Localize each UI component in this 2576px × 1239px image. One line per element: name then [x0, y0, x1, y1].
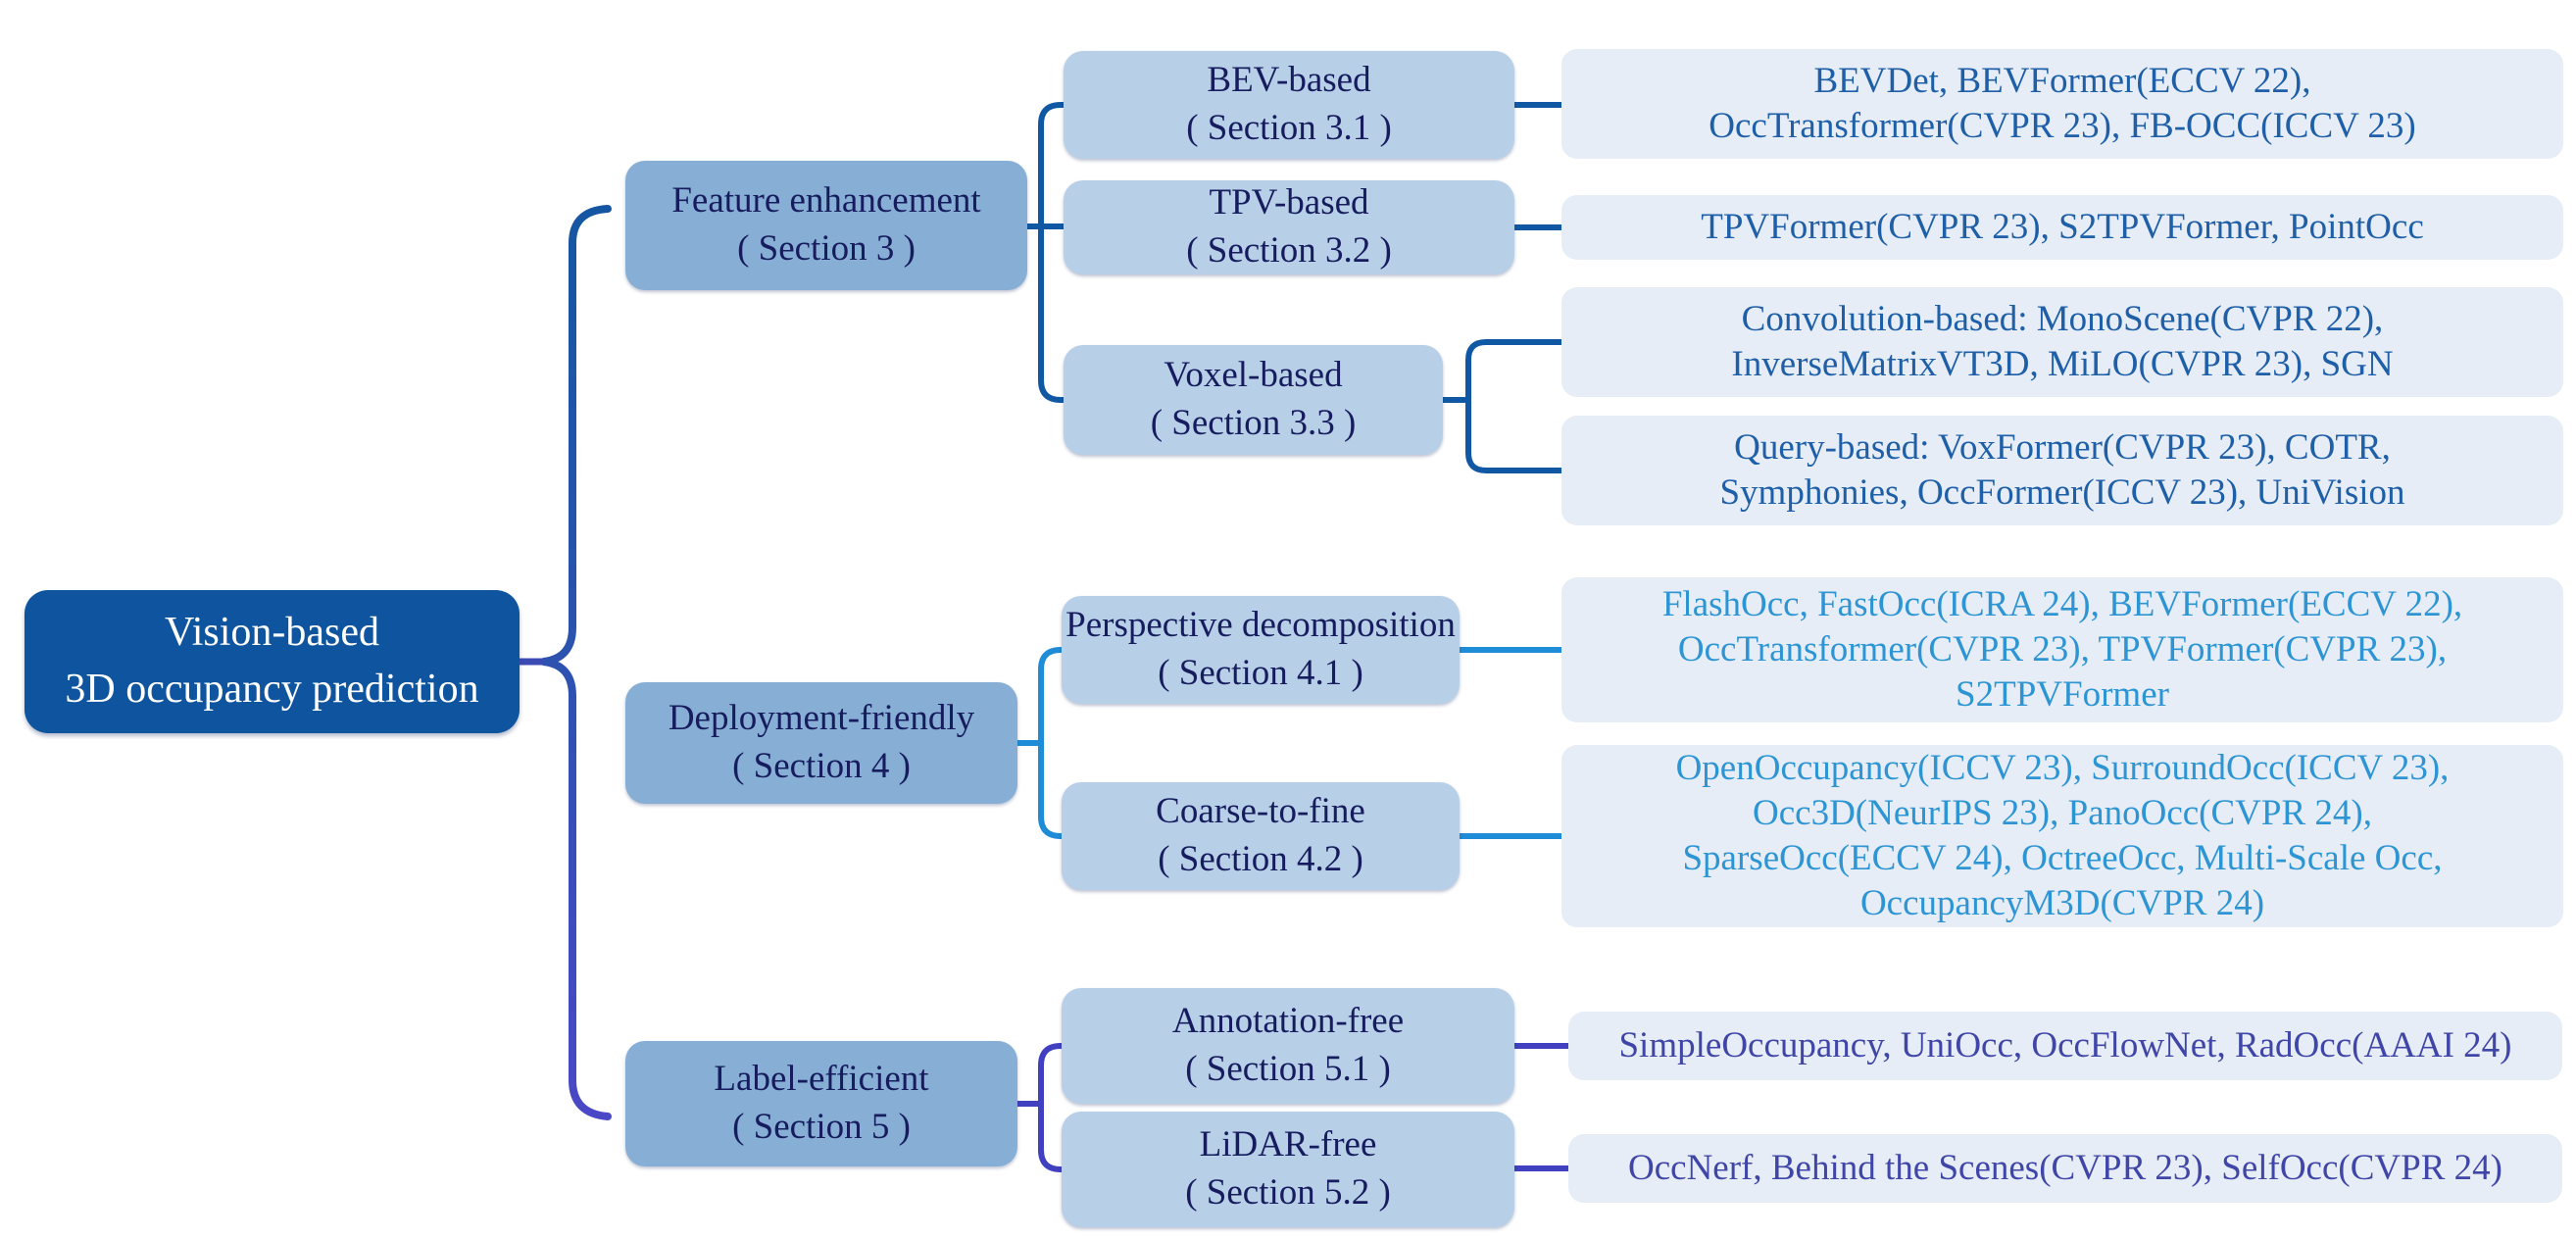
subnode-label: Perspective decomposition	[1065, 605, 1456, 646]
subnode-voxel-based: Voxel-based ( Section 3.3 )	[1064, 345, 1443, 455]
subnode-section: ( Section 3.2 )	[1186, 230, 1392, 271]
subnode-label: BEV-based	[1207, 60, 1371, 101]
subnode-label: Voxel-based	[1164, 355, 1343, 396]
branch-section: ( Section 4 )	[732, 746, 911, 786]
connector-voxel-lists-bracket	[1465, 339, 1564, 473]
root-brace-curve	[542, 205, 612, 1120]
leaf-tpv-methods: TPVFormer(CVPR 23), S2TPVFormer, PointOc…	[1561, 195, 2563, 260]
subnode-lidar-free: LiDAR-free ( Section 5.2 )	[1062, 1112, 1514, 1227]
subnode-label: TPV-based	[1209, 182, 1369, 223]
root-node: Vision-based 3D occupancy prediction	[25, 590, 520, 733]
branch-section: ( Section 5 )	[732, 1107, 911, 1147]
branch-feature-enhancement: Feature enhancement ( Section 3 )	[625, 161, 1027, 290]
subnode-label: Annotation-free	[1171, 1001, 1405, 1042]
connector-deployment-children-bracket	[1038, 647, 1066, 839]
branch-section: ( Section 3 )	[737, 228, 916, 269]
subnode-tpv-based: TPV-based ( Section 3.2 )	[1064, 180, 1514, 274]
leaf-bev-methods: BEVDet, BEVFormer(ECCV 22), OccTransform…	[1561, 49, 2563, 159]
branch-deployment-friendly: Deployment-friendly ( Section 4 )	[625, 682, 1017, 804]
subnode-section: ( Section 4.2 )	[1158, 839, 1363, 879]
subnode-section: ( Section 3.1 )	[1186, 108, 1392, 148]
branch-label-efficient: Label-efficient ( Section 5 )	[625, 1041, 1017, 1166]
subnode-annotation-free: Annotation-free ( Section 5.1 )	[1062, 988, 1514, 1104]
subnode-section: ( Section 5.1 )	[1185, 1049, 1391, 1089]
branch-label: Label-efficient	[714, 1059, 929, 1100]
connector-label-children-bracket	[1038, 1043, 1066, 1172]
subnode-bev-based: BEV-based ( Section 3.1 )	[1064, 51, 1514, 159]
subnode-section: ( Section 5.2 )	[1185, 1172, 1391, 1213]
subnode-label: Coarse-to-fine	[1156, 791, 1365, 832]
branch-label: Feature enhancement	[671, 180, 981, 222]
subnode-coarse-to-fine: Coarse-to-fine ( Section 4.2 )	[1062, 782, 1460, 890]
leaf-perspective-methods: FlashOcc, FastOcc(ICRA 24), BEVFormer(EC…	[1561, 577, 2563, 722]
subnode-label: LiDAR-free	[1199, 1124, 1377, 1165]
leaf-coarse-methods: OpenOccupancy(ICCV 23), SurroundOcc(ICCV…	[1561, 745, 2563, 927]
leaf-voxel-convolution-methods: Convolution-based: MonoScene(CVPR 22), I…	[1561, 287, 2563, 397]
subnode-section: ( Section 4.1 )	[1158, 653, 1363, 693]
branch-label: Deployment-friendly	[668, 698, 975, 739]
subnode-section: ( Section 3.3 )	[1150, 403, 1357, 443]
leaf-lidar-methods: OccNerf, Behind the Scenes(CVPR 23), Sel…	[1568, 1134, 2562, 1203]
leaf-voxel-query-methods: Query-based: VoxFormer(CVPR 23), COTR, S…	[1561, 416, 2563, 525]
connector-feature-children-bracket	[1038, 102, 1066, 403]
subnode-perspective-decomposition: Perspective decomposition ( Section 4.1 …	[1062, 596, 1460, 704]
leaf-annotation-methods: SimpleOccupancy, UniOcc, OccFlowNet, Rad…	[1568, 1012, 2562, 1080]
